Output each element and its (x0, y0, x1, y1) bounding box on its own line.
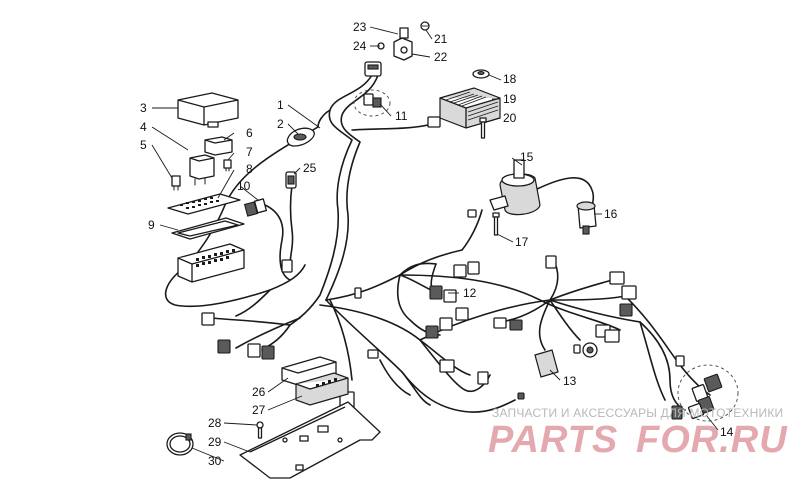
connector-11 (353, 89, 391, 117)
callout-24: 24 (353, 39, 367, 53)
spark-plug-cap (576, 201, 597, 235)
leader-lines (151, 26, 719, 462)
callout-12: 12 (463, 286, 477, 300)
module-27 (295, 372, 349, 406)
nut-18 (472, 69, 490, 79)
callout-27: 27 (252, 403, 266, 417)
mounting-bracket (393, 27, 413, 61)
relay-box-cover (177, 92, 239, 128)
connector-group-12 (425, 261, 480, 373)
fuse-mini (223, 159, 232, 172)
callout-11: 11 (395, 109, 408, 123)
callout-13: 13 (563, 374, 577, 388)
callout-4: 4 (140, 120, 147, 134)
callout-22: 22 (434, 50, 448, 64)
callout-23: 23 (353, 20, 367, 34)
callout-15: 15 (520, 150, 534, 164)
callout-21: 21 (434, 32, 448, 46)
callout-8: 8 (246, 162, 253, 176)
fuse-block (177, 243, 245, 283)
fuse-panel-plate (167, 193, 241, 215)
main-connector-top (364, 61, 382, 77)
callout-10: 10 (237, 179, 251, 193)
relay-small (204, 136, 233, 156)
callout-5: 5 (140, 138, 147, 152)
callout-1: 1 (277, 98, 284, 112)
callout-9: 9 (148, 218, 155, 232)
callout-25: 25 (303, 161, 317, 175)
callout-26: 26 (252, 385, 266, 399)
screw-21 (420, 21, 430, 31)
screw-28 (256, 421, 264, 439)
callout-19: 19 (503, 92, 517, 106)
harness-left-connectors (201, 209, 477, 360)
watermark-tagline: ЗАПЧАСТИ И АКСЕССУАРЫ ДЛЯ МОТОТЕХНИКИ (492, 406, 783, 420)
voltage-regulator (427, 87, 501, 129)
inline-fuse-holder (285, 171, 297, 189)
callout-29: 29 (208, 435, 222, 449)
connector-10 (243, 198, 268, 217)
connector-group-13 (493, 317, 620, 378)
watermark: ЗАПЧАСТИ И АКСЕССУАРЫ ДЛЯ МОТОТЕХНИКИ PA… (488, 406, 788, 461)
bolt-20 (479, 117, 487, 139)
band-clamp (166, 432, 194, 456)
callout-2: 2 (277, 117, 284, 131)
callout-14: 14 (720, 425, 734, 439)
watermark-brand-left: PARTS (488, 419, 618, 461)
harness-right-connectors (339, 255, 685, 409)
callout-16: 16 (604, 207, 618, 221)
fuse-panel-gasket (171, 217, 245, 240)
callout-20: 20 (503, 111, 517, 125)
callout-17: 17 (515, 235, 529, 249)
callout-7: 7 (246, 145, 253, 159)
grommet (286, 127, 315, 147)
callout-labels: 1 2 3 4 5 6 7 8 9 10 11 12 13 14 15 16 1… (140, 20, 734, 468)
connector-group-14 (671, 364, 739, 422)
callout-28: 28 (208, 416, 222, 430)
callout-18: 18 (503, 72, 517, 86)
callout-30: 30 (208, 454, 222, 468)
ignition-coil (489, 159, 541, 216)
relay-large (189, 154, 215, 186)
mounting-plate (239, 401, 381, 479)
callout-3: 3 (140, 101, 147, 115)
bolt-17 (492, 212, 500, 236)
callout-6: 6 (246, 126, 253, 140)
watermark-brand-right: FOR.RU (636, 419, 788, 461)
fuse (171, 175, 181, 191)
